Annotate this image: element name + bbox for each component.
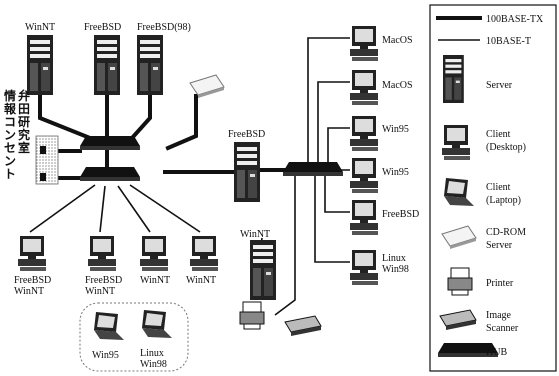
node-label-r5: FreeBSD bbox=[382, 209, 419, 220]
link-hub-to-printer bbox=[165, 94, 198, 151]
legend-tx-label: 100BASE-TX bbox=[486, 14, 544, 25]
link-pcl2 bbox=[99, 185, 106, 233]
legend-scanner-a: Image bbox=[486, 310, 512, 321]
desktop-icon bbox=[350, 250, 378, 285]
legend-cdrom-b: Server bbox=[486, 240, 513, 251]
info-outlet bbox=[35, 135, 59, 185]
node-label-lap1: Win95 bbox=[92, 350, 119, 361]
link-pcl4 bbox=[129, 184, 201, 233]
laptop-group bbox=[79, 302, 189, 372]
desktop-icon bbox=[190, 236, 218, 271]
link-pcl3 bbox=[117, 185, 151, 233]
link-r2 bbox=[317, 81, 350, 170]
legend-desktop-a: Client bbox=[486, 129, 511, 140]
server-icon bbox=[234, 142, 260, 202]
hub-icon bbox=[80, 136, 140, 150]
outlet-port bbox=[40, 173, 46, 181]
hub-icon bbox=[283, 162, 343, 176]
link-srv1 bbox=[38, 93, 98, 143]
legend: 100BASE-TX 10BASE-T Server Client (Deskt… bbox=[429, 4, 557, 372]
node-label-pcl2-b: WinNT bbox=[85, 286, 115, 297]
node-label-lap2-b: Win98 bbox=[140, 359, 167, 370]
node-label-r3: Win95 bbox=[382, 124, 409, 135]
network-links bbox=[29, 37, 350, 316]
link-r6 bbox=[314, 176, 350, 263]
node-label-srv-mid: FreeBSD bbox=[228, 129, 265, 140]
laptop-icon bbox=[142, 310, 172, 338]
server-icon bbox=[94, 35, 120, 95]
desktop-icon bbox=[350, 200, 378, 235]
printer-icon bbox=[239, 301, 265, 330]
printer-icon bbox=[447, 267, 473, 296]
node-label-r2: MacOS bbox=[382, 80, 413, 91]
node-label-srv-low: WinNT bbox=[240, 229, 270, 240]
node-label-pcl3: WinNT bbox=[140, 275, 170, 286]
desktop-icon bbox=[350, 26, 378, 61]
node-label-pcl4: WinNT bbox=[186, 275, 216, 286]
link-r5 bbox=[324, 176, 350, 213]
server-icon bbox=[137, 35, 163, 95]
legend-hub-label: HUB bbox=[486, 347, 507, 358]
link-winnt-low bbox=[274, 176, 296, 316]
legend-cdrom-a: CD-ROM bbox=[486, 227, 526, 238]
scanner-icon bbox=[284, 315, 322, 337]
desktop-icon bbox=[140, 236, 168, 271]
legend-desktop-b: (Desktop) bbox=[486, 142, 526, 153]
node-label-srv1: WinNT bbox=[25, 22, 55, 33]
desktop-icon bbox=[350, 158, 378, 193]
legend-printer-label: Printer bbox=[486, 278, 514, 289]
node-label-lap2-a: Linux bbox=[140, 348, 164, 359]
desktop-icon bbox=[88, 236, 116, 271]
node-label-r6-b: Win98 bbox=[382, 264, 409, 275]
desktop-icon bbox=[350, 116, 378, 151]
legend-server-label: Server bbox=[486, 80, 513, 91]
server-icon bbox=[250, 240, 276, 300]
node-label-srv2: FreeBSD bbox=[84, 22, 121, 33]
legend-t-label: 10BASE-T bbox=[486, 36, 531, 47]
node-label-r4: Win95 bbox=[382, 167, 409, 178]
desktop-icon bbox=[350, 70, 378, 105]
node-label-pcl2-a: FreeBSD bbox=[85, 275, 122, 286]
outlet-port bbox=[40, 146, 46, 154]
node-label-pcl1-b: WinNT bbox=[14, 286, 44, 297]
laptop-icon bbox=[94, 312, 124, 340]
node-label-pcl1-a: FreeBSD bbox=[14, 275, 51, 286]
legend-laptop-b: (Laptop) bbox=[486, 195, 521, 206]
server-icon bbox=[443, 55, 464, 103]
link-r3 bbox=[327, 127, 350, 165]
link-pcl1 bbox=[29, 184, 96, 233]
room-label-line2: 情報コンセント bbox=[4, 88, 17, 181]
room-label: 弁田研究室 情報コンセント bbox=[4, 88, 30, 181]
link-srv3 bbox=[129, 93, 152, 141]
server-icon bbox=[27, 35, 53, 95]
legend-scanner-b: Scanner bbox=[486, 323, 519, 334]
node-label-r1: MacOS bbox=[382, 35, 413, 46]
hub-icon bbox=[80, 167, 140, 181]
legend-laptop-a: Client bbox=[486, 182, 511, 193]
desktop-icon bbox=[442, 125, 470, 160]
room-label-line1: 弁田研究室 bbox=[18, 88, 30, 155]
node-label-srv3: FreeBSD(98) bbox=[137, 22, 191, 33]
desktop-icon bbox=[18, 236, 46, 271]
link-r1 bbox=[307, 37, 350, 170]
node-label-r6-a: Linux bbox=[382, 253, 406, 264]
